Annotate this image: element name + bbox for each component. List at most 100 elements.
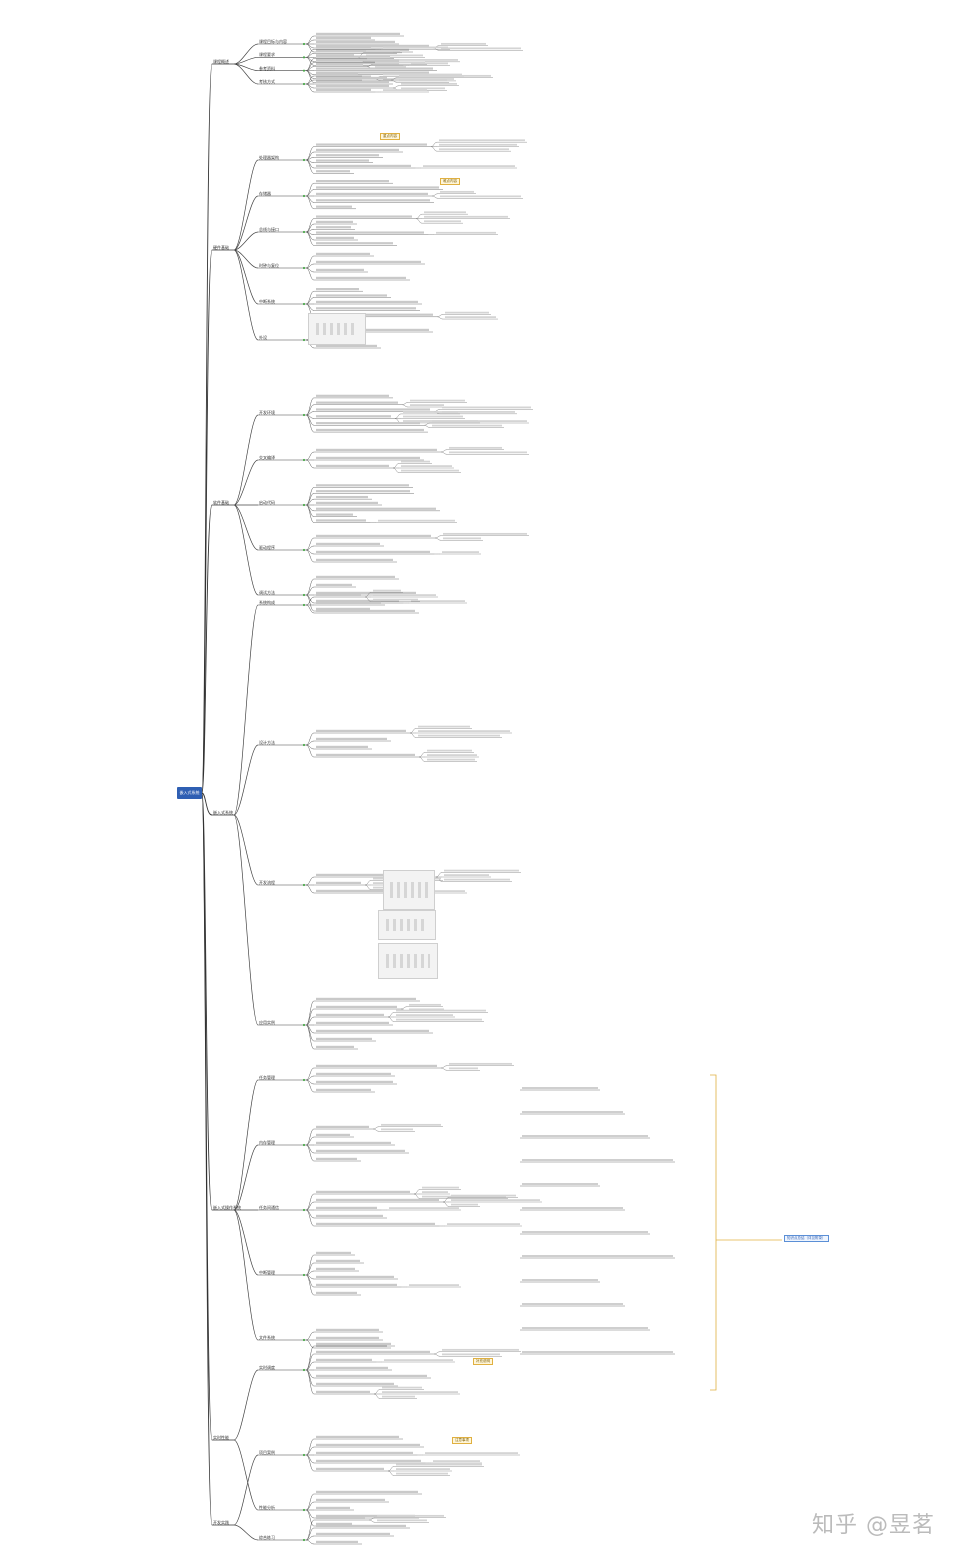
sub-node-3-1[interactable]: 设计方法 bbox=[259, 740, 275, 745]
leaf-text-block bbox=[396, 1009, 486, 1012]
sub-node-0-0[interactable]: 课程目标与内容 bbox=[259, 39, 287, 44]
leaf-text-block bbox=[449, 1067, 478, 1070]
leaf-text-block bbox=[316, 307, 416, 310]
callout-note: 补充说明 bbox=[473, 1358, 493, 1365]
leaf-text-block bbox=[401, 465, 452, 467]
leaf-text-block bbox=[449, 446, 502, 449]
sub-node-2-3[interactable]: 驱动程序 bbox=[259, 545, 275, 550]
expand-dot-icon[interactable] bbox=[302, 1368, 306, 1372]
sub-node-2-1[interactable]: 交叉编译 bbox=[259, 455, 275, 460]
expand-dot-icon[interactable] bbox=[302, 82, 306, 86]
sub-node-2-2[interactable]: 启动代码 bbox=[259, 500, 275, 505]
expand-dot-icon[interactable] bbox=[302, 603, 306, 607]
connector-line bbox=[305, 1519, 315, 1541]
branch-node-0[interactable]: 课程概述 bbox=[213, 59, 229, 64]
expand-dot-icon[interactable] bbox=[302, 230, 306, 234]
leaf-text-block bbox=[440, 195, 521, 198]
sub-node-4-4[interactable]: 文件系统 bbox=[259, 1335, 275, 1340]
leaf-text-block bbox=[316, 1198, 439, 1201]
connector-line bbox=[430, 141, 438, 147]
sub-node-2-0[interactable]: 开发环境 bbox=[259, 410, 275, 415]
connector-line bbox=[305, 1128, 315, 1146]
leaf-text-block bbox=[316, 199, 430, 202]
connector-line bbox=[305, 549, 315, 563]
connector-line bbox=[305, 1509, 315, 1527]
expand-dot-icon[interactable] bbox=[302, 42, 306, 46]
sub-node-4-2[interactable]: 任务间通信 bbox=[259, 1205, 279, 1210]
leaf-text-block bbox=[316, 1045, 354, 1048]
sub-node-6-0[interactable]: 项目案例 bbox=[259, 1450, 275, 1455]
leaf-text-block bbox=[316, 236, 354, 239]
expand-dot-icon[interactable] bbox=[302, 413, 306, 417]
sub-node-1-5[interactable]: 外设 bbox=[259, 335, 267, 340]
leaf-text-block bbox=[449, 1062, 512, 1065]
sub-node-1-4[interactable]: 中断系统 bbox=[259, 299, 275, 304]
expand-dot-icon[interactable] bbox=[302, 266, 306, 270]
sub-node-1-0[interactable]: 处理器架构 bbox=[259, 155, 279, 160]
expand-dot-icon[interactable] bbox=[302, 338, 306, 342]
connector-line bbox=[305, 1539, 315, 1545]
sub-node-3-0[interactable]: 系统构成 bbox=[259, 600, 275, 605]
expand-dot-icon[interactable] bbox=[302, 1078, 306, 1082]
branch-node-1[interactable]: 硬件基础 bbox=[213, 245, 229, 250]
expand-dot-icon[interactable] bbox=[302, 1143, 306, 1147]
expand-dot-icon[interactable] bbox=[302, 1453, 306, 1457]
connector-line bbox=[233, 231, 259, 251]
sub-node-0-3[interactable]: 考核方式 bbox=[259, 79, 275, 84]
mindmap-root-node[interactable]: 嵌入式系统 bbox=[177, 787, 202, 799]
connector-line bbox=[201, 792, 213, 1441]
connector-line bbox=[387, 1016, 395, 1022]
sub-node-5-0[interactable]: 实时调度 bbox=[259, 1365, 275, 1370]
connector-line bbox=[305, 884, 315, 894]
expand-dot-icon[interactable] bbox=[302, 1208, 306, 1212]
sub-node-1-1[interactable]: 存储器 bbox=[259, 191, 271, 196]
leaf-text-block bbox=[316, 1524, 406, 1527]
expand-dot-icon[interactable] bbox=[302, 743, 306, 747]
leaf-text-block bbox=[451, 1199, 540, 1201]
expand-dot-icon[interactable] bbox=[302, 1538, 306, 1542]
expand-dot-icon[interactable] bbox=[302, 69, 306, 72]
sub-node-4-3[interactable]: 中断管理 bbox=[259, 1270, 275, 1275]
sub-node-4-1[interactable]: 内存管理 bbox=[259, 1140, 275, 1145]
branch-node-4[interactable]: 嵌入式操作系统 bbox=[213, 1205, 241, 1210]
sub-node-2-4[interactable]: 调试方法 bbox=[259, 590, 275, 595]
expand-dot-icon[interactable] bbox=[302, 1023, 306, 1027]
sub-node-6-1[interactable]: 综合练习 bbox=[259, 1535, 275, 1540]
connector-line bbox=[392, 463, 400, 469]
branch-node-6[interactable]: 开发实践 bbox=[213, 1520, 229, 1525]
sub-node-0-1[interactable]: 课程要求 bbox=[259, 52, 275, 58]
expand-dot-icon[interactable] bbox=[302, 548, 306, 552]
expand-dot-icon[interactable] bbox=[302, 458, 306, 462]
leaf-text-block bbox=[422, 1195, 506, 1198]
expand-dot-icon[interactable] bbox=[302, 302, 306, 306]
sub-node-3-3[interactable]: 应用实例 bbox=[259, 1020, 275, 1025]
connector-line bbox=[423, 422, 431, 426]
expand-dot-icon[interactable] bbox=[302, 593, 306, 597]
sub-node-0-2[interactable]: 参考资料 bbox=[259, 65, 275, 71]
expand-dot-icon[interactable] bbox=[302, 158, 306, 162]
leaf-text-block bbox=[316, 1459, 421, 1462]
expand-dot-icon[interactable] bbox=[302, 883, 306, 887]
leaf-text-block bbox=[522, 1303, 623, 1305]
leaf-text-block bbox=[396, 1014, 453, 1016]
sub-node-1-2[interactable]: 总线与接口 bbox=[259, 227, 279, 232]
sub-node-4-0[interactable]: 任务管理 bbox=[259, 1075, 275, 1080]
expand-dot-icon[interactable] bbox=[302, 194, 306, 198]
leaf-text-block bbox=[316, 143, 427, 146]
branch-node-2[interactable]: 软件基础 bbox=[213, 500, 229, 505]
expand-dot-icon[interactable] bbox=[302, 503, 306, 507]
connector-line bbox=[305, 451, 315, 461]
expand-dot-icon[interactable] bbox=[302, 1508, 306, 1512]
sub-node-1-3[interactable]: 时钟与复位 bbox=[259, 263, 279, 268]
connector-line bbox=[233, 1524, 259, 1541]
sub-node-3-2[interactable]: 开发流程 bbox=[259, 880, 275, 885]
connector-line bbox=[440, 449, 448, 453]
leaf-text-block bbox=[401, 469, 459, 472]
branch-node-5[interactable]: 实时性能 bbox=[213, 1435, 229, 1440]
connector-line bbox=[436, 314, 444, 317]
sub-node-5-1[interactable]: 性能分析 bbox=[259, 1505, 275, 1510]
expand-dot-icon[interactable] bbox=[302, 1338, 306, 1342]
branch-node-3[interactable]: 嵌入式系统 bbox=[213, 810, 233, 815]
expand-dot-icon[interactable] bbox=[302, 56, 306, 59]
expand-dot-icon[interactable] bbox=[302, 1273, 306, 1277]
